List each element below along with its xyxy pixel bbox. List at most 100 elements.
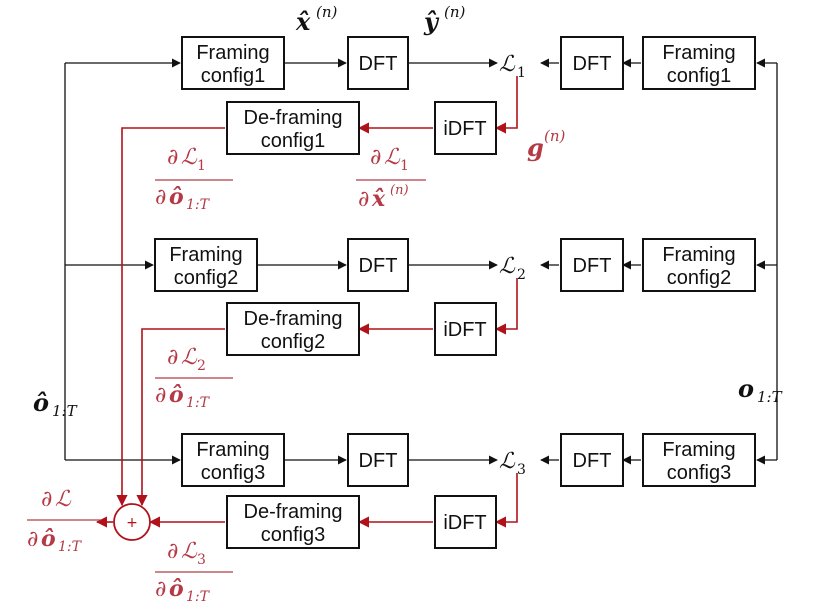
svg-text:∂: ∂ xyxy=(370,145,381,170)
svg-text:∂: ∂ xyxy=(155,185,166,210)
idft-1-label: iDFT xyxy=(443,118,486,140)
svg-text:∂: ∂ xyxy=(155,577,166,602)
idft-3-label: iDFT xyxy=(443,512,486,534)
svg-text:ℒ: ℒ xyxy=(384,145,401,170)
svg-text:2: 2 xyxy=(197,358,206,374)
svg-text:∂: ∂ xyxy=(167,539,178,564)
svg-text:∂: ∂ xyxy=(167,345,178,370)
deframing-1-line2: config1 xyxy=(261,130,326,152)
grad-deframing2-sum xyxy=(136,328,225,507)
grad-label-1-x: ∂ ℒ 1 ∂ x̂ (n) xyxy=(356,145,426,212)
o-hat-input-label: ô 1:T xyxy=(33,388,78,420)
svg-text:∂: ∂ xyxy=(155,383,166,408)
svg-text:1:T: 1:T xyxy=(186,197,211,213)
dft-block-right-2: DFT xyxy=(560,238,624,292)
svg-text:ℒ: ℒ xyxy=(55,487,72,512)
dft-left-3-label: DFT xyxy=(359,450,398,472)
svg-text:∂: ∂ xyxy=(167,145,178,170)
framing-block-left-1: Framing config1 xyxy=(181,36,285,90)
svg-text:3: 3 xyxy=(197,552,206,568)
svg-text:ℒ: ℒ xyxy=(499,254,516,279)
dft-right-1-label: DFT xyxy=(573,53,612,75)
grad-loss2-idft xyxy=(494,278,518,335)
svg-text:1: 1 xyxy=(197,158,206,174)
idft-2-label: iDFT xyxy=(443,319,486,341)
svg-text:ℒ: ℒ xyxy=(181,345,198,370)
dft-block-left-3: DFT xyxy=(347,433,409,487)
svg-text:∂: ∂ xyxy=(27,527,38,552)
deframing-2-line1: De-framing xyxy=(244,308,343,330)
svg-text:g: g xyxy=(527,133,544,162)
dft-right-2-label: DFT xyxy=(573,255,612,277)
svg-text:1:T: 1:T xyxy=(58,539,83,555)
grad-loss1-idft xyxy=(494,76,518,134)
svg-text:(n): (n) xyxy=(390,183,409,198)
deframing-3-line1: De-framing xyxy=(244,501,343,523)
svg-text:ô: ô xyxy=(41,526,56,552)
framing-block-right-2: Framing config2 xyxy=(642,238,756,292)
framing-right-1-line2: config1 xyxy=(667,65,732,87)
loss-1: ℒ 1 xyxy=(499,52,526,81)
x-hat-label: x̂ (n) xyxy=(295,3,338,36)
deframing-block-3: De-framing config3 xyxy=(226,495,360,549)
svg-text:ô: ô xyxy=(169,382,184,408)
svg-text:1: 1 xyxy=(517,65,526,81)
framing-block-right-3: Framing config3 xyxy=(642,433,756,487)
framing-block-right-1: Framing config1 xyxy=(642,36,756,90)
deframing-3-line2: config3 xyxy=(261,524,326,546)
grad-label-1: ∂ ℒ 1 ∂ ô 1:T xyxy=(155,145,233,213)
framing-left-3-line1: Framing xyxy=(196,439,269,461)
svg-text:ô: ô xyxy=(169,576,184,602)
y-hat-label: ŷ (n) xyxy=(423,3,466,36)
svg-text:1:T: 1:T xyxy=(52,402,78,420)
loss-3: ℒ 3 xyxy=(499,449,526,478)
svg-text:ℒ: ℒ xyxy=(499,52,516,77)
framing-left-2-line1: Framing xyxy=(169,244,242,266)
framing-left-1-line1: Framing xyxy=(196,42,269,64)
svg-text:(n): (n) xyxy=(544,127,566,145)
svg-text:(n): (n) xyxy=(316,3,338,21)
framing-left-2-line2: config2 xyxy=(174,267,239,289)
svg-text:ℒ: ℒ xyxy=(499,449,516,474)
svg-text:ô: ô xyxy=(169,184,184,210)
deframing-block-2: De-framing config2 xyxy=(226,302,360,356)
svg-text:1:T: 1:T xyxy=(757,388,783,406)
framing-block-left-3: Framing config3 xyxy=(181,433,285,487)
o-target-label: o 1:T xyxy=(738,374,783,406)
framing-right-3-line1: Framing xyxy=(662,439,735,461)
svg-text:x̂: x̂ xyxy=(295,7,311,36)
svg-text:o: o xyxy=(738,374,754,403)
framing-right-1-line1: Framing xyxy=(662,42,735,64)
dft-block-right-3: DFT xyxy=(560,433,624,487)
dft-block-right-1: DFT xyxy=(560,36,624,90)
svg-text:1:T: 1:T xyxy=(186,589,211,605)
svg-text:ô: ô xyxy=(33,388,49,417)
grad-deframing1-sum xyxy=(116,127,225,507)
grad-label-total: ∂ ℒ ∂ ô 1:T xyxy=(27,487,101,555)
svg-text:ℒ: ℒ xyxy=(181,145,198,170)
deframing-1-line1: De-framing xyxy=(244,107,343,129)
svg-text:ŷ: ŷ xyxy=(423,7,440,36)
idft-block-3: iDFT xyxy=(434,495,497,549)
framing-left-3-line2: config3 xyxy=(201,462,266,484)
deframing-2-line2: config2 xyxy=(261,331,326,353)
svg-text:x̂: x̂ xyxy=(371,186,386,212)
svg-text:∂: ∂ xyxy=(41,487,52,512)
loss-2: ℒ 2 xyxy=(499,254,526,283)
grad-loss3-idft xyxy=(494,473,518,528)
framing-left-1-line2: config1 xyxy=(201,65,266,87)
svg-text:∂: ∂ xyxy=(358,187,369,212)
sum-node xyxy=(113,503,151,541)
dft-block-left-1: DFT xyxy=(347,36,409,90)
grad-label-2: ∂ ℒ 2 ∂ ô 1:T xyxy=(155,345,233,411)
svg-text:2: 2 xyxy=(517,267,526,283)
dft-left-2-label: DFT xyxy=(359,255,398,277)
svg-text:3: 3 xyxy=(517,462,526,478)
svg-text:(n): (n) xyxy=(444,3,466,21)
g-label: g (n) xyxy=(527,127,566,162)
deframing-block-1: De-framing config1 xyxy=(226,101,360,155)
idft-block-1: iDFT xyxy=(434,101,497,155)
dft-left-1-label: DFT xyxy=(359,53,398,75)
svg-text:ℒ: ℒ xyxy=(181,539,198,564)
